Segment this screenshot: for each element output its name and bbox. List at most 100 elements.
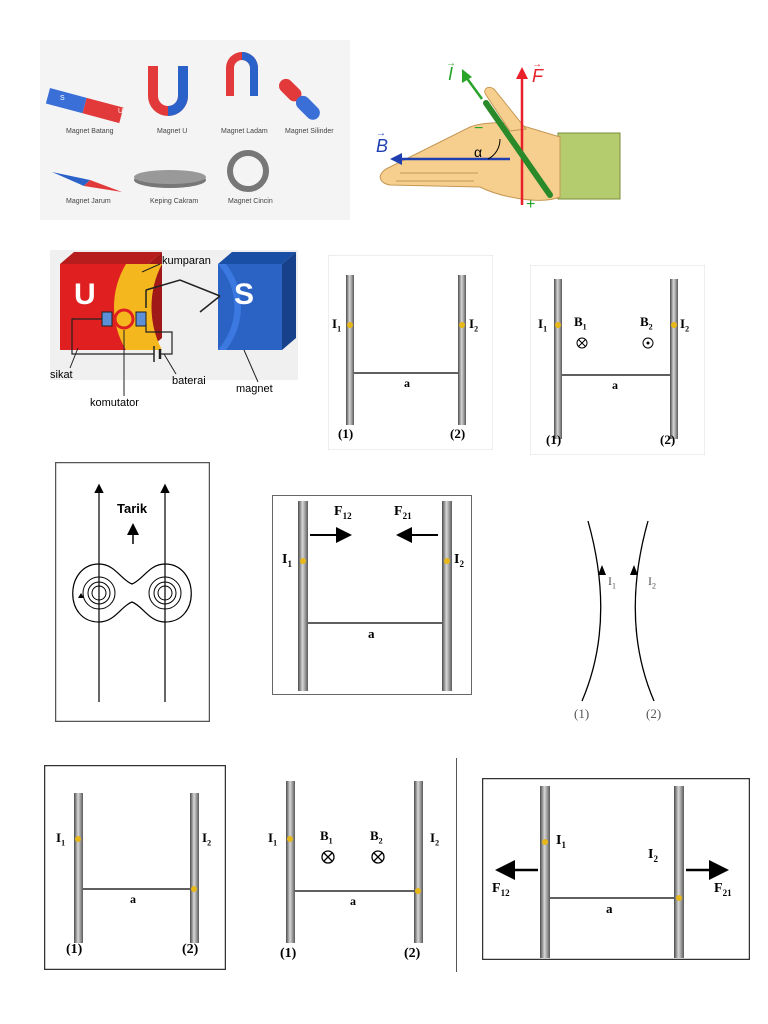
wire-2-label: (2) <box>404 946 421 961</box>
bar-magnet-south <box>45 88 87 114</box>
force-21-label: F21 <box>394 504 412 521</box>
wire-2 <box>414 781 423 943</box>
distance-label: a <box>368 626 375 641</box>
field-1-label: B1 <box>574 314 587 332</box>
force-label: F <box>532 66 543 86</box>
sleeve <box>557 132 621 200</box>
wire-2 <box>670 279 678 439</box>
angle-label: α <box>474 144 483 160</box>
wire-2-label: (2) <box>182 942 199 957</box>
wire-2-label: (2) <box>646 706 662 721</box>
vertical-divider <box>456 758 457 972</box>
repelling-forces-panel: F12 F21 I1 I2 a <box>482 778 750 960</box>
kumparan-label: kumparan <box>162 255 211 267</box>
wire-1-label: (1) <box>574 706 590 721</box>
wire-1 <box>298 501 308 691</box>
wire-2 <box>458 275 466 425</box>
commutator-ring <box>113 308 135 330</box>
hand-rule-panel: I → F → B → α − + <box>370 55 640 220</box>
wires-field-in-panel: I1 I2 B1 B2 a (1) (2) <box>258 775 448 975</box>
current-2-label: I2 <box>469 316 479 334</box>
attracting-forces-panel: F12 F21 I1 I2 a <box>272 495 472 695</box>
wire-2 <box>442 501 452 691</box>
curved-wires-panel: I1 I2 (1) (2) <box>550 505 710 725</box>
wire-2 <box>674 786 684 958</box>
current-1-label: I1 <box>538 316 548 334</box>
wire-1 <box>540 786 550 958</box>
label-magnet-ladam: Magnet Ladam <box>221 128 268 135</box>
attraction-drawing <box>55 462 210 722</box>
brush-left <box>101 311 113 327</box>
magnet-label: magnet <box>236 383 273 395</box>
label-keping-cakram: Keping Cakram <box>150 198 199 205</box>
parallel-wires-panel: I1 I2 a (1) (2) <box>328 255 493 450</box>
distance-label: a <box>404 376 410 390</box>
motor-drawing <box>50 250 298 396</box>
plus-sign: + <box>526 196 536 213</box>
bar-magnet-s-label: S <box>60 95 65 102</box>
current-1-label: I1 <box>332 316 342 334</box>
current-2-label: I2 <box>202 830 212 848</box>
label-magnet-cincin: Magnet Cincin <box>228 198 273 205</box>
current-1-label: I1 <box>268 830 278 848</box>
thumb <box>484 86 527 132</box>
force-12-label: F12 <box>334 504 352 521</box>
curved-wire-2 <box>634 520 655 702</box>
wire-1-label: (1) <box>66 942 83 957</box>
label-magnet-u: Magnet U <box>157 128 188 135</box>
wire-2-label: (2) <box>660 432 676 447</box>
magnet-types-drawing <box>45 52 320 192</box>
current-1-label: I1 <box>608 574 616 591</box>
parallel-wires-drawing <box>328 255 493 450</box>
magnet-types-panel: S U Magnet Batang Magnet U Magnet Ladam … <box>40 40 350 220</box>
current-1-label: I1 <box>556 833 566 850</box>
field-out-of-page-symbol <box>642 337 654 349</box>
coil <box>145 279 221 313</box>
wires-field-drawing <box>530 265 705 455</box>
sikat-label: sikat <box>50 369 73 381</box>
force-12-label: F12 <box>492 881 510 898</box>
bar-magnet-north <box>82 97 124 124</box>
curved-wires-drawing <box>581 520 655 702</box>
distance-label: a <box>612 378 618 392</box>
field-vector-mark: → <box>376 128 386 139</box>
wire-1 <box>554 279 562 439</box>
wire-1 <box>346 275 354 425</box>
field-2-label: B2 <box>640 314 653 332</box>
wires-bottom-left-panel: I1 I2 a (1) (2) <box>44 765 226 970</box>
wires-bottom-left-drawing <box>44 765 226 970</box>
needle-magnet <box>52 172 90 186</box>
u-magnet-half <box>168 66 188 116</box>
wire-1-label: (1) <box>338 426 354 441</box>
brush-right <box>135 311 147 327</box>
force-21-label: F21 <box>714 881 732 898</box>
current-2-label: I2 <box>648 847 658 864</box>
label-magnet-silinder: Magnet Silinder <box>285 128 334 135</box>
force-vector-mark: → <box>532 59 542 70</box>
current-1-label: I1 <box>282 552 292 569</box>
wire-1 <box>74 793 83 943</box>
current-conductor <box>483 100 553 198</box>
wire-2-label: (2) <box>450 426 466 441</box>
current-1-label: I1 <box>56 830 66 848</box>
current-vector-mark: → <box>446 58 456 69</box>
wire-1-label: (1) <box>280 946 297 961</box>
field-1-into-page-symbol <box>321 850 335 864</box>
distance-label: a <box>350 894 356 908</box>
wire-1 <box>286 781 295 943</box>
label-magnet-batang: Magnet Batang <box>66 128 114 135</box>
attraction-panel: Tarik <box>55 462 210 722</box>
wires-field-panel: I1 I2 B1 B2 a (1) (2) <box>530 265 705 455</box>
motor-south-label: S <box>234 278 255 311</box>
komutator-label: komutator <box>90 397 139 409</box>
hand-rule-drawing <box>379 67 621 205</box>
baterai-label: baterai <box>172 375 206 387</box>
field-2-label: B2 <box>370 828 383 846</box>
field-label: B <box>376 136 389 156</box>
combined-field-line <box>72 563 192 623</box>
motor-panel: U S kumparan sikat komutator baterai mag… <box>50 250 298 410</box>
minus-sign: − <box>474 120 484 137</box>
current-2-label: I2 <box>430 830 440 848</box>
ring-magnet <box>227 150 269 192</box>
motor-north-label: U <box>74 278 96 311</box>
